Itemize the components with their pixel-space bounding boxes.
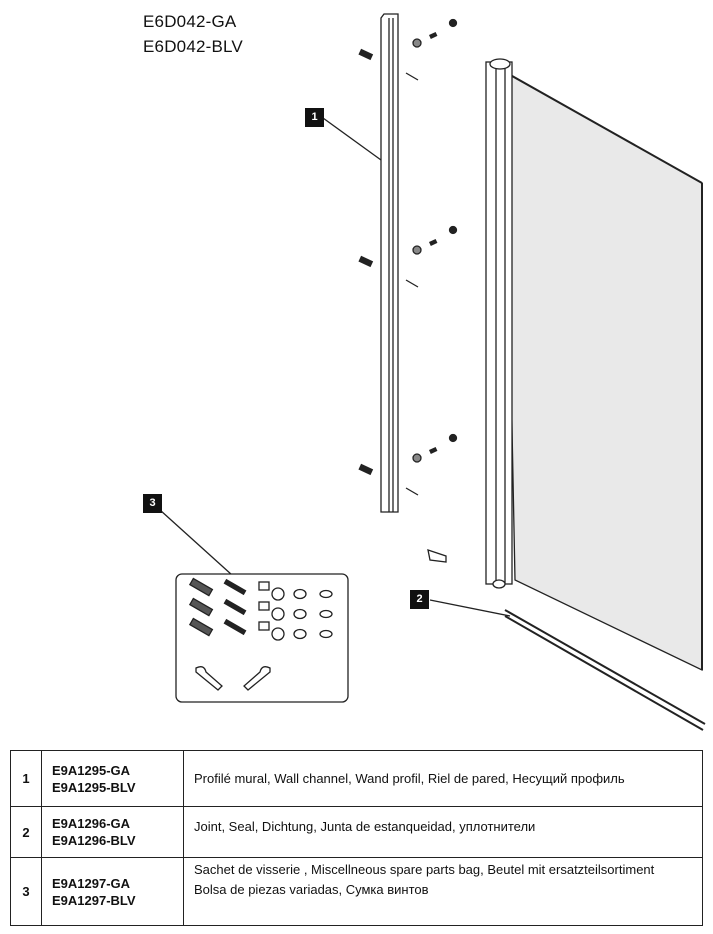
glass-panel <box>485 58 703 672</box>
part-description: Joint, Seal, Dichtung, Junta de estanque… <box>194 819 536 834</box>
part-code: E9A1296-GA <box>52 816 131 831</box>
table-row: 2 E9A1296-GA E9A1296-BLV Joint, Seal, Dic… <box>10 806 703 858</box>
callout-3: 3 <box>143 494 162 513</box>
callout-1: 1 <box>305 108 324 127</box>
part-code: E9A1295-GA <box>52 762 131 778</box>
callout-1-leader <box>322 117 382 161</box>
exploded-view-drawing <box>159 13 706 731</box>
part-code: E9A1297-BLV <box>52 892 136 908</box>
part-number: 2 <box>10 806 42 858</box>
seal-part <box>504 609 706 731</box>
part-description: Sachet de visserie , Miscellneous spare … <box>194 862 655 877</box>
part-description: Profilé mural, Wall channel, Wand profil… <box>194 770 625 786</box>
door-stop-part <box>427 549 447 563</box>
part-description: Bolsa de piezas variadas, Сумка винтов <box>194 882 429 897</box>
spare-parts-bag <box>175 573 349 703</box>
part-code: E9A1296-BLV <box>52 833 136 848</box>
part-number: 1 <box>10 750 42 807</box>
callout-3-leader <box>159 509 233 576</box>
callout-2-leader <box>429 599 511 617</box>
part-code: E9A1295-BLV <box>52 779 136 795</box>
fixing-screws <box>358 18 458 496</box>
model-code-ga: E6D042-GA <box>143 12 237 31</box>
model-code-blv: E6D042-BLV <box>143 37 243 56</box>
part-code: E9A1297-GA <box>52 875 131 891</box>
wall-channel-part <box>380 13 399 513</box>
callout-2: 2 <box>410 590 429 609</box>
part-number: 3 <box>10 857 42 926</box>
